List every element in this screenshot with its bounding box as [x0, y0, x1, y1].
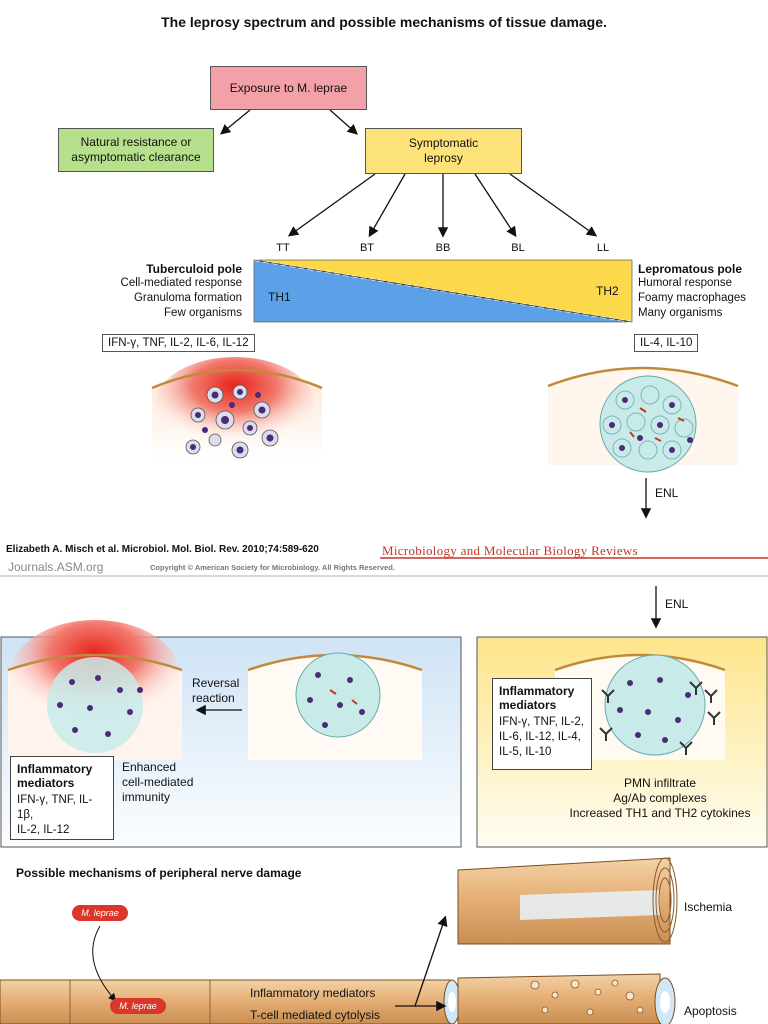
enhanced-immunity-label: Enhanced cell-mediated immunity [122, 760, 193, 805]
tuberculoid-pole: Tuberculoid pole Cell-mediated response … [80, 262, 242, 321]
lepromatous-pole: Lepromatous pole Humoral response Foamy … [638, 262, 766, 321]
enhanced-line-1: Enhanced [122, 760, 177, 774]
flow-arrows [219, 109, 598, 238]
right-inflam-line-2: IL-6, IL-12, IL-4, [499, 731, 581, 743]
lepromatous-tissue [547, 366, 739, 473]
th-spectrum-bar [253, 259, 633, 323]
reversal-line-2: reaction [192, 691, 235, 705]
tuberculoid-line-1: Cell-mediated response [120, 277, 242, 289]
resistance-label-line2: asymptomatic clearance [71, 150, 201, 164]
lepromatous-line-2: Foamy macrophages [638, 292, 747, 304]
agab-complexes: Ag/Ab complexes [613, 791, 707, 805]
symptomatic-box: Symptomatic leprosy [365, 128, 522, 174]
mleprae-badge-nerve: M. leprae [110, 998, 166, 1014]
figure-title: The leprosy spectrum and possible mechan… [161, 14, 607, 30]
enhanced-line-3: immunity [122, 790, 171, 804]
stage-bl: BL [511, 242, 525, 254]
symptomatic-label-line1: Symptomatic [408, 136, 479, 150]
enl-label-1: ENL [655, 486, 679, 500]
copyright: Copyright © American Society for Microbi… [150, 563, 395, 572]
tuberculoid-title: Tuberculoid pole [146, 262, 242, 276]
nerve-graphics [0, 857, 678, 1024]
resistance-box: Natural resistance or asymptomatic clear… [58, 128, 214, 172]
exposure-box: Exposure to M. leprae [210, 66, 367, 110]
symptomatic-label-line2: leprosy [424, 151, 463, 165]
arrow-tt [287, 173, 376, 237]
th1-label: TH1 [268, 290, 291, 304]
stage-bb: BB [435, 242, 451, 254]
arrow-ll [509, 173, 598, 237]
ischemia-label: Ischemia [684, 900, 733, 914]
resistance-label-line1: Natural resistance or [80, 135, 192, 149]
lepromatous-cytokines: IL-4, IL-10 [634, 334, 699, 352]
stage-bt: BT [359, 242, 375, 254]
right-panel-notes: PMN infiltrate Ag/Ab complexes Increased… [560, 776, 760, 821]
reversal-line-1: Reversal [192, 676, 240, 690]
stage-tt: TT [276, 242, 290, 254]
reversal-reaction-label: Reversal reaction [192, 676, 239, 706]
journals-site: Journals.ASM.org [8, 560, 104, 574]
lepromatous-line-3: Many organisms [638, 307, 723, 319]
stage-ll: LL [596, 242, 610, 254]
right-inflam-line-3: IL-5, IL-10 [499, 746, 552, 758]
tuberculoid-line-2: Granuloma formation [133, 292, 242, 304]
nerve-heading: Possible mechanisms of peripheral nerve … [16, 866, 302, 880]
tuberculoid-line-3: Few organisms [164, 307, 242, 319]
arrow-to-resistance [219, 109, 251, 135]
lepromatous-title: Lepromatous pole [638, 262, 743, 276]
inflam-mediators-label: Inflammatory mediators [250, 986, 376, 1000]
arrow-bt [368, 173, 406, 238]
journal-name: Microbiology and Molecular Biology Revie… [382, 543, 638, 558]
exposure-label: Exposure to M. leprae [229, 80, 348, 95]
mleprae-badge: M. leprae [72, 905, 128, 921]
left-inflam-line-2: IL-2, IL-12 [17, 824, 70, 836]
arrow-bl [474, 173, 517, 238]
left-inflam-line-1: IFN-γ, TNF, IL-1β, [17, 794, 93, 821]
apoptosis-label: Apoptosis [684, 1004, 737, 1018]
tcell-label: T-cell mediated cytolysis [250, 1008, 381, 1022]
th2-label: TH2 [596, 284, 619, 298]
citation: Elizabeth A. Misch et al. Microbiol. Mol… [6, 544, 319, 555]
enhanced-line-2: cell-mediated [122, 775, 194, 789]
right-inflam-line-1: IFN-γ, TNF, IL-2, [499, 716, 584, 728]
tuberculoid-cytokines: IFN-γ, TNF, IL-2, IL-6, IL-12 [102, 334, 255, 352]
enl-label-2: ENL [665, 597, 689, 611]
increased-cytokines: Increased TH1 and TH2 cytokines [569, 806, 751, 820]
arrow-to-symptomatic [329, 109, 358, 135]
pmn-infiltrate: PMN infiltrate [623, 776, 697, 790]
lepromatous-line-1: Humoral response [638, 277, 732, 289]
tuberculoid-tissue [151, 357, 323, 460]
